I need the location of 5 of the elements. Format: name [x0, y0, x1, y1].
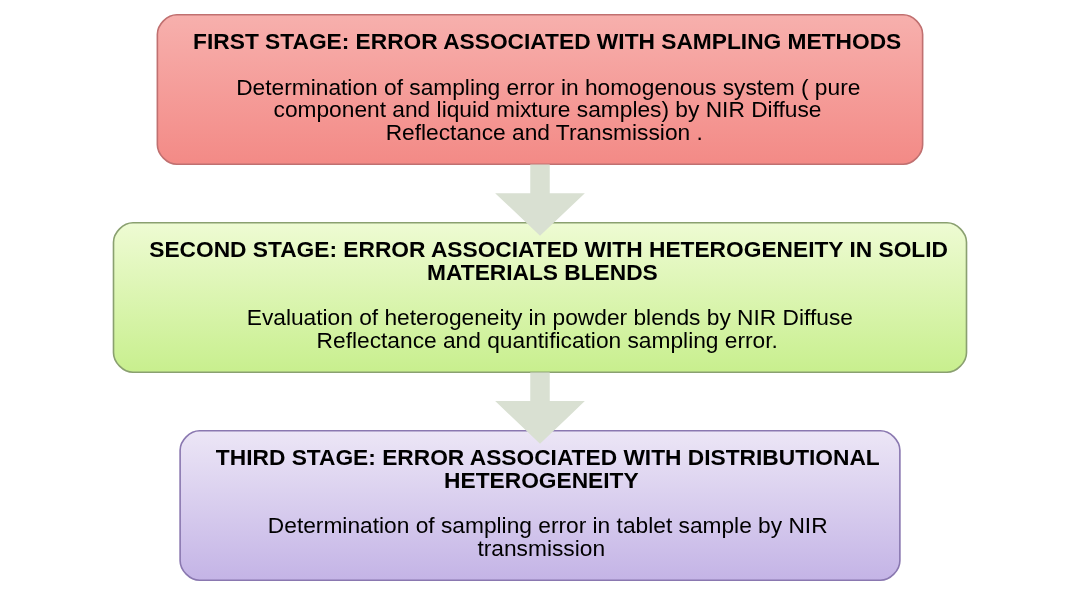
node-box: THIRD STAGE: ERROR ASSOCIATED WITH DISTRIBUTIONAL HETEROGENEITY Determination of sampling error in tablet sample by NIR transmission	[178, 429, 901, 581]
arrow	[494, 372, 585, 444]
arrow	[494, 164, 585, 236]
node-box: FIRST STAGE: ERROR ASSOCIATED WITH SAMPLING METHODS Determination of sampling error in homogenous system ( pure component and liquid mixture samples) by NIR Diffuse Reflectance and Transmission .	[156, 13, 923, 166]
node-box: SECOND STAGE: ERROR ASSOCIATED WITH HETEROGENEITY IN SOLID MATERIALS BLENDS Evaluation of heterogeneity in powder blends by NIR Diffuse Reflectance and quantification sampling error.	[112, 221, 967, 374]
